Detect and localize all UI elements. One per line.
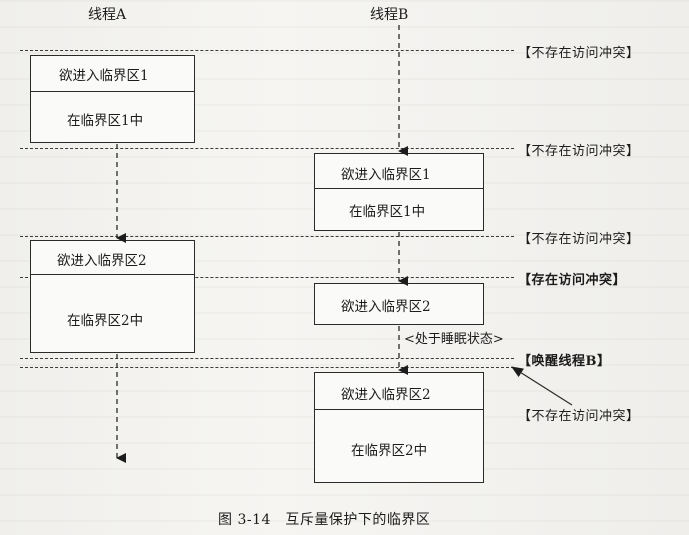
figure-caption: 图 3-14 互斥量保护下的临界区 <box>218 512 431 528</box>
box-row-in: 在临界区1中 <box>31 91 194 143</box>
phase-divider-4 <box>20 277 514 278</box>
thread-a-critical-section-1-box: 欲进入临界区1 在临界区1中 <box>30 55 195 143</box>
thread-a-critical-section-2-box: 欲进入临界区2 在临界区2中 <box>30 240 195 353</box>
box-row-text: 欲进入临界区2 <box>57 253 147 269</box>
thread-a-label: 线程A <box>88 7 127 23</box>
box-row-text: 在临界区2中 <box>351 443 428 459</box>
status-pointer-arrow <box>511 366 573 406</box>
box-row-text: 欲进入临界区2 <box>341 387 431 403</box>
phase-divider-3 <box>20 236 514 237</box>
status-label-no-conflict-1: 【不存在访问冲突】 <box>518 46 640 61</box>
sleep-state-label: <处于睡眠状态> <box>404 332 504 347</box>
box-row-text: 在临界区1中 <box>67 113 144 129</box>
thread-b-label: 线程B <box>370 7 409 23</box>
phase-divider-6 <box>20 367 514 368</box>
thread-b-waiting-box: 欲进入临界区2 <box>314 283 484 325</box>
box-row-text: 欲进入临界区1 <box>59 68 149 84</box>
phase-divider-5 <box>20 358 514 359</box>
status-label-no-conflict-3: 【不存在访问冲突】 <box>518 232 640 247</box>
box-row-in: 在临界区1中 <box>315 188 483 230</box>
phase-divider-2 <box>20 148 514 149</box>
box-row-text: 欲进入临界区2 <box>341 299 431 315</box>
status-label-conflict: 【存在访问冲突】 <box>518 273 627 288</box>
box-row-in: 在临界区2中 <box>315 409 483 482</box>
box-row-text: 欲进入临界区1 <box>341 167 431 183</box>
box-row-text: 在临界区2中 <box>67 313 144 329</box>
status-label-no-conflict-4: 【不存在访问冲突】 <box>518 409 640 424</box>
box-row-in: 在临界区2中 <box>31 274 194 352</box>
box-row-enter: 欲进入临界区1 <box>315 154 483 189</box>
box-row-enter: 欲进入临界区1 <box>31 56 194 92</box>
phase-divider-1 <box>20 50 514 51</box>
status-label-no-conflict-2: 【不存在访问冲突】 <box>518 144 640 159</box>
box-row-enter: 欲进入临界区2 <box>31 241 194 275</box>
status-label-wake-thread-b: 【唤醒线程B】 <box>518 354 611 369</box>
box-row-text: 在临界区1中 <box>349 204 426 220</box>
box-row-enter: 欲进入临界区2 <box>315 373 483 410</box>
thread-b-critical-section-1-box: 欲进入临界区1 在临界区1中 <box>314 153 484 231</box>
box-row-enter: 欲进入临界区2 <box>315 284 483 324</box>
thread-b-critical-section-2-box: 欲进入临界区2 在临界区2中 <box>314 372 484 483</box>
